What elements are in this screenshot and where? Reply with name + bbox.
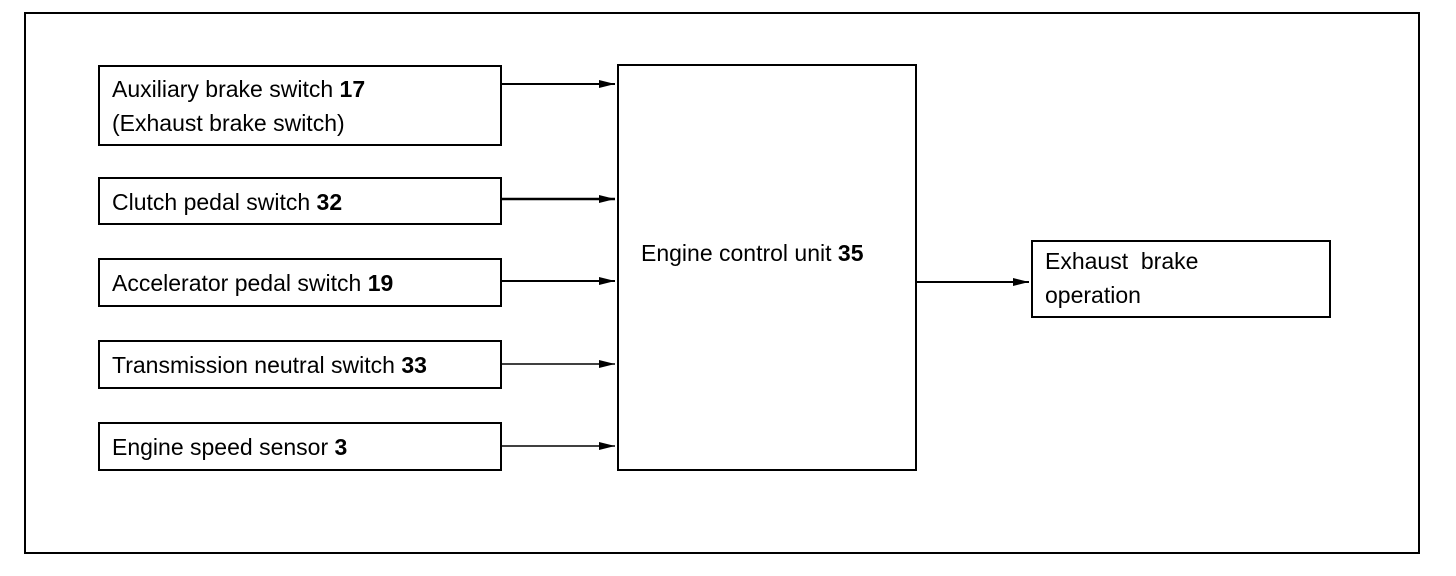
accelerator-pedal-switch-box: Accelerator pedal switch 19 xyxy=(98,258,502,307)
input-label: Auxiliary brake switch xyxy=(112,76,334,102)
engine-speed-sensor-box: Engine speed sensor 3 xyxy=(98,422,502,471)
input-number: 32 xyxy=(316,189,343,215)
input-sublabel: (Exhaust brake switch) xyxy=(112,110,345,136)
input-label: Accelerator pedal switch xyxy=(112,270,362,296)
auxiliary-brake-switch-box: Auxiliary brake switch 17 (Exhaust brake… xyxy=(98,65,502,146)
ecu-number: 35 xyxy=(837,240,864,266)
input-number: 33 xyxy=(401,352,427,378)
engine-control-unit-box: Engine control unit 35 xyxy=(617,64,917,471)
input-label: Clutch pedal switch xyxy=(112,189,311,215)
exhaust-brake-operation-box: Exhaust brake operation xyxy=(1031,240,1331,318)
input-label-line: Auxiliary brake switch 17 xyxy=(112,72,500,106)
input-label: Transmission neutral switch xyxy=(112,352,395,378)
input-number: 19 xyxy=(367,270,394,296)
output-label-line2: operation xyxy=(1045,282,1141,308)
input-number: 17 xyxy=(339,76,366,102)
clutch-pedal-switch-box: Clutch pedal switch 32 xyxy=(98,177,502,225)
ecu-label: Engine control unit xyxy=(641,240,832,266)
transmission-neutral-switch-box: Transmission neutral switch 33 xyxy=(98,340,502,389)
input-label: Engine speed sensor xyxy=(112,434,329,460)
input-number: 3 xyxy=(334,434,348,460)
output-label-line1: Exhaust brake xyxy=(1045,248,1199,274)
diagram-frame xyxy=(24,12,1420,554)
